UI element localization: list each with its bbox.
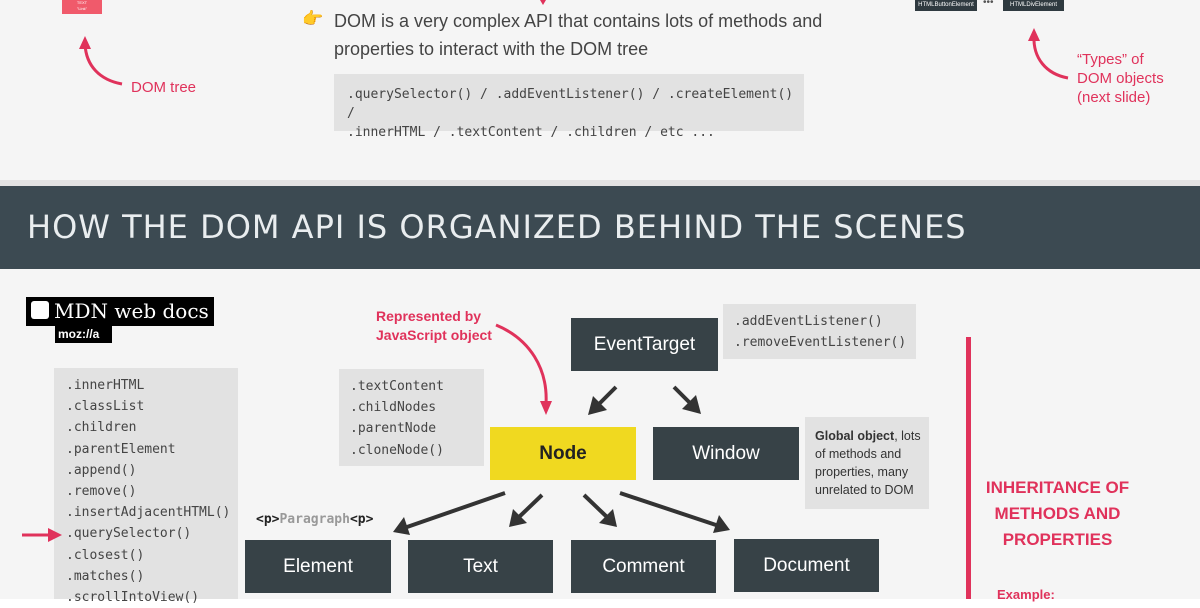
- top-arrows: [79, 0, 1069, 86]
- dinosaur-icon: [31, 301, 49, 319]
- list-item: .cloneNode(): [350, 442, 444, 458]
- list-item: .innerHTML: [66, 378, 145, 393]
- inheritance-line3: PROPERTIES: [1002, 530, 1113, 549]
- represented-line2: JavaScript object: [376, 327, 492, 343]
- mini-tree-text-node: TEXT "Link": [62, 0, 102, 14]
- event-target-box: EventTarget: [571, 318, 718, 371]
- mini-node-div-label: HTMLDivElement: [1009, 2, 1057, 8]
- list-item: .classList: [66, 399, 145, 415]
- mini-tree-text-line2: "Link": [76, 6, 88, 11]
- node-box: Node: [490, 427, 636, 480]
- window-note-text: Global object, lots of methods and prope…: [815, 427, 921, 499]
- list-item: .addEventListener(): [734, 314, 883, 329]
- mini-node-ellipsis: •••: [983, 0, 994, 8]
- node-methods-list: .textContent .childNodes .parentNode .cl…: [350, 376, 444, 461]
- list-item: .childNodes: [350, 400, 437, 416]
- window-note-line2: of methods and: [815, 447, 902, 461]
- list-item: .remove(): [66, 484, 137, 500]
- window-note-bold: Global object: [815, 429, 895, 443]
- window-box: Window: [653, 427, 799, 480]
- mini-node-button-label: HTMLButtonElement: [918, 2, 974, 8]
- types-label-line3: (next slide): [1077, 89, 1151, 106]
- event-methods-list: .addEventListener() .removeEventListener…: [734, 311, 906, 353]
- types-label-line1: “Types” of: [1077, 51, 1144, 68]
- mozilla-logo: moz://a: [55, 326, 112, 343]
- dom-api-description: DOM is a very complex API that contains …: [334, 7, 822, 63]
- slide-title: HOW THE DOM API IS ORGANIZED BEHIND THE …: [27, 208, 967, 246]
- represented-line1: Represented by: [376, 308, 482, 324]
- paragraph-close-tag: <p>: [349, 512, 374, 527]
- example-label: Example:: [997, 587, 1055, 602]
- types-label-line2: DOM objects: [1077, 70, 1164, 87]
- list-item: .parentElement: [66, 441, 176, 457]
- window-note-line3: properties, many: [815, 465, 909, 479]
- mdn-logo-text: MDN web docs: [54, 299, 209, 323]
- inheritance-line1: INHERITANCE OF: [985, 478, 1130, 497]
- mini-node-div: HTMLDivElement: [1003, 0, 1064, 11]
- document-box: Document: [734, 539, 879, 592]
- paragraph-text: Paragraph: [279, 512, 350, 527]
- inheritance-line2: METHODS AND: [994, 504, 1121, 523]
- list-item: .children: [66, 420, 137, 436]
- diagram-arrows: [22, 323, 971, 599]
- top-methods-line2: .innerHTML / .textContent / .children / …: [347, 125, 715, 140]
- top-methods-box: .querySelector() / .addEventListener() /…: [334, 74, 804, 140]
- slide-divider: [0, 180, 1200, 186]
- list-item: .matches(): [66, 568, 145, 584]
- list-item: .textContent: [350, 379, 444, 394]
- window-note-rest: , lots: [894, 429, 921, 443]
- element-box: Element: [245, 540, 391, 593]
- list-item: .parentNode: [350, 421, 437, 437]
- inheritance-label: INHERITANCE OF METHODS AND PROPERTIES: [980, 475, 1135, 553]
- list-item: .removeEventListener(): [734, 335, 907, 351]
- pointing-hand-icon: 👉: [302, 9, 324, 28]
- list-item: .append(): [66, 462, 137, 478]
- node-methods-box: .textContent .childNodes .parentNode .cl…: [339, 369, 484, 466]
- dom-tree-label: DOM tree: [131, 79, 197, 96]
- list-item: .closest(): [66, 547, 145, 563]
- title-banner: [0, 186, 1200, 269]
- dom-api-description-line1: DOM is a very complex API that contains …: [334, 11, 823, 31]
- paragraph-open-tag: <p>: [256, 512, 280, 527]
- text-box: Text: [408, 540, 553, 593]
- dom-api-description-line2: properties to interact with the DOM tree: [334, 39, 649, 59]
- types-of-dom-objects-label: “Types” of DOM objects (next slide): [1077, 50, 1164, 107]
- represented-by-label: Represented by JavaScript object: [376, 307, 492, 345]
- paragraph-label: <p>Paragraph<p>: [256, 512, 373, 527]
- window-note-line4: unrelated to DOM: [815, 483, 914, 497]
- list-item: .insertAdjacentHTML(): [66, 505, 231, 521]
- comment-box: Comment: [571, 540, 716, 593]
- event-methods-box: .addEventListener() .removeEventListener…: [723, 304, 916, 359]
- mini-node-button: HTMLButtonElement: [915, 0, 977, 11]
- list-item-highlighted: .querySelector(): [66, 526, 192, 542]
- window-note-box: Global object, lots of methods and prope…: [805, 417, 929, 509]
- mdn-logo: MDN web docs: [26, 297, 214, 326]
- mini-tree-text-line1: TEXT: [76, 0, 88, 5]
- mozilla-logo-text: moz://a: [58, 327, 100, 341]
- top-methods-line1: .querySelector() / .addEventListener() /…: [347, 87, 794, 121]
